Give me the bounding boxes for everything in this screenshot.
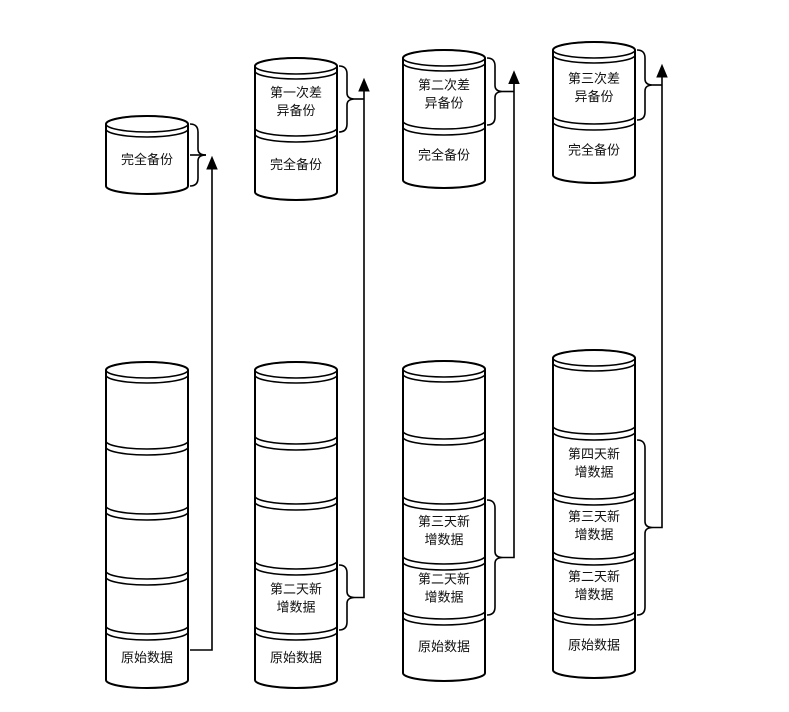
data-segment-separator (402, 616, 486, 626)
data-cylinder-top (552, 349, 636, 367)
data-segment-label: 第三天新增数据 (418, 514, 470, 548)
data-segment-separator (552, 425, 636, 435)
backup-rim-line (402, 62, 486, 72)
data-segment-separator (254, 441, 338, 451)
data-segment-separator (402, 430, 486, 440)
backup-segment-label: 完全备份 (418, 148, 470, 164)
backup-segment-label: 完全备份 (568, 143, 620, 159)
data-segment-label: 原始数据 (270, 651, 322, 666)
backup-rim-line (105, 128, 189, 138)
data-rim-line (254, 374, 338, 384)
arrow-head (358, 77, 370, 92)
data-segment-separator (552, 610, 636, 620)
backup-rim-line (552, 54, 636, 64)
data-segment-label: 第三天新增数据 (568, 509, 620, 543)
backup-brace (486, 57, 504, 126)
arrow-head (206, 155, 218, 170)
data-segment-label: 第四天新增数据 (568, 447, 620, 481)
backup-segment-label: 完全备份 (121, 152, 173, 168)
data-segment-separator (105, 576, 189, 586)
data-segment-label: 第二天新增数据 (418, 572, 470, 606)
data-segment-separator (402, 555, 486, 565)
data-cylinder (254, 361, 338, 689)
data-segment-separator (254, 495, 338, 505)
backup-cylinder-top (402, 49, 486, 67)
backup-cylinder-top (105, 115, 189, 133)
data-segment-separator (254, 625, 338, 635)
data-rim-line (402, 373, 486, 383)
data-segment-separator (552, 550, 636, 560)
data-segment-separator (402, 501, 486, 511)
data-segment-label: 第二天新增数据 (270, 582, 322, 616)
data-segment-separator (254, 435, 338, 445)
backup-segment-separator (254, 127, 338, 137)
data-segment-separator (105, 625, 189, 635)
data-segment-label: 第二天新增数据 (568, 569, 620, 603)
data-segment-label: 原始数据 (418, 640, 470, 655)
backup-segment-separator (552, 121, 636, 131)
data-rim-line (105, 374, 189, 384)
data-brace (338, 564, 356, 631)
data-segment-separator (552, 490, 636, 500)
data-segment-separator (105, 505, 189, 515)
arrow-head (656, 63, 668, 78)
data-cylinder-top (254, 361, 338, 379)
data-segment-separator (552, 496, 636, 506)
data-segment-separator (402, 495, 486, 505)
data-segment-separator (105, 511, 189, 521)
backup-brace (636, 49, 654, 121)
backup-segment-separator (402, 126, 486, 136)
data-segment-separator (552, 556, 636, 566)
data-segment-separator (402, 610, 486, 620)
data-brace (636, 439, 654, 616)
data-segment-label: 原始数据 (121, 651, 173, 666)
arrow-head (508, 70, 520, 84)
data-cylinder-top (105, 361, 189, 379)
data-segment-separator (402, 436, 486, 446)
backup-segment-label: 完全备份 (270, 157, 322, 173)
connector-line (355, 91, 365, 599)
data-cylinder-top (402, 360, 486, 378)
data-brace (486, 499, 504, 616)
data-segment-separator (254, 501, 338, 511)
backup-cylinder-top (552, 41, 636, 59)
data-segment-separator (105, 631, 189, 641)
data-cylinder (105, 361, 189, 689)
backup-cylinder-top (254, 57, 338, 75)
backup-segment-separator (552, 115, 636, 125)
data-segment-separator (552, 431, 636, 441)
data-segment-separator (254, 560, 338, 570)
data-segment-label: 原始数据 (568, 639, 620, 654)
connector-line (190, 167, 213, 651)
backup-segment-label: 第二次差异备份 (418, 78, 470, 112)
data-segment-separator (402, 561, 486, 571)
backup-segment-separator (254, 133, 338, 143)
data-segment-separator (105, 446, 189, 456)
data-segment-separator (105, 440, 189, 450)
data-segment-separator (552, 616, 636, 626)
backup-segment-label: 第一次差异备份 (270, 85, 322, 119)
backup-segment-label: 第三次差异备份 (568, 71, 620, 105)
data-segment-separator (254, 566, 338, 576)
backup-rim-line (254, 70, 338, 80)
backup-segment-separator (402, 120, 486, 130)
connector-line (653, 77, 663, 529)
data-rim-line (552, 362, 636, 372)
data-segment-separator (254, 631, 338, 641)
data-segment-separator (105, 570, 189, 580)
connector-line (503, 83, 515, 559)
backup-brace (338, 65, 356, 133)
